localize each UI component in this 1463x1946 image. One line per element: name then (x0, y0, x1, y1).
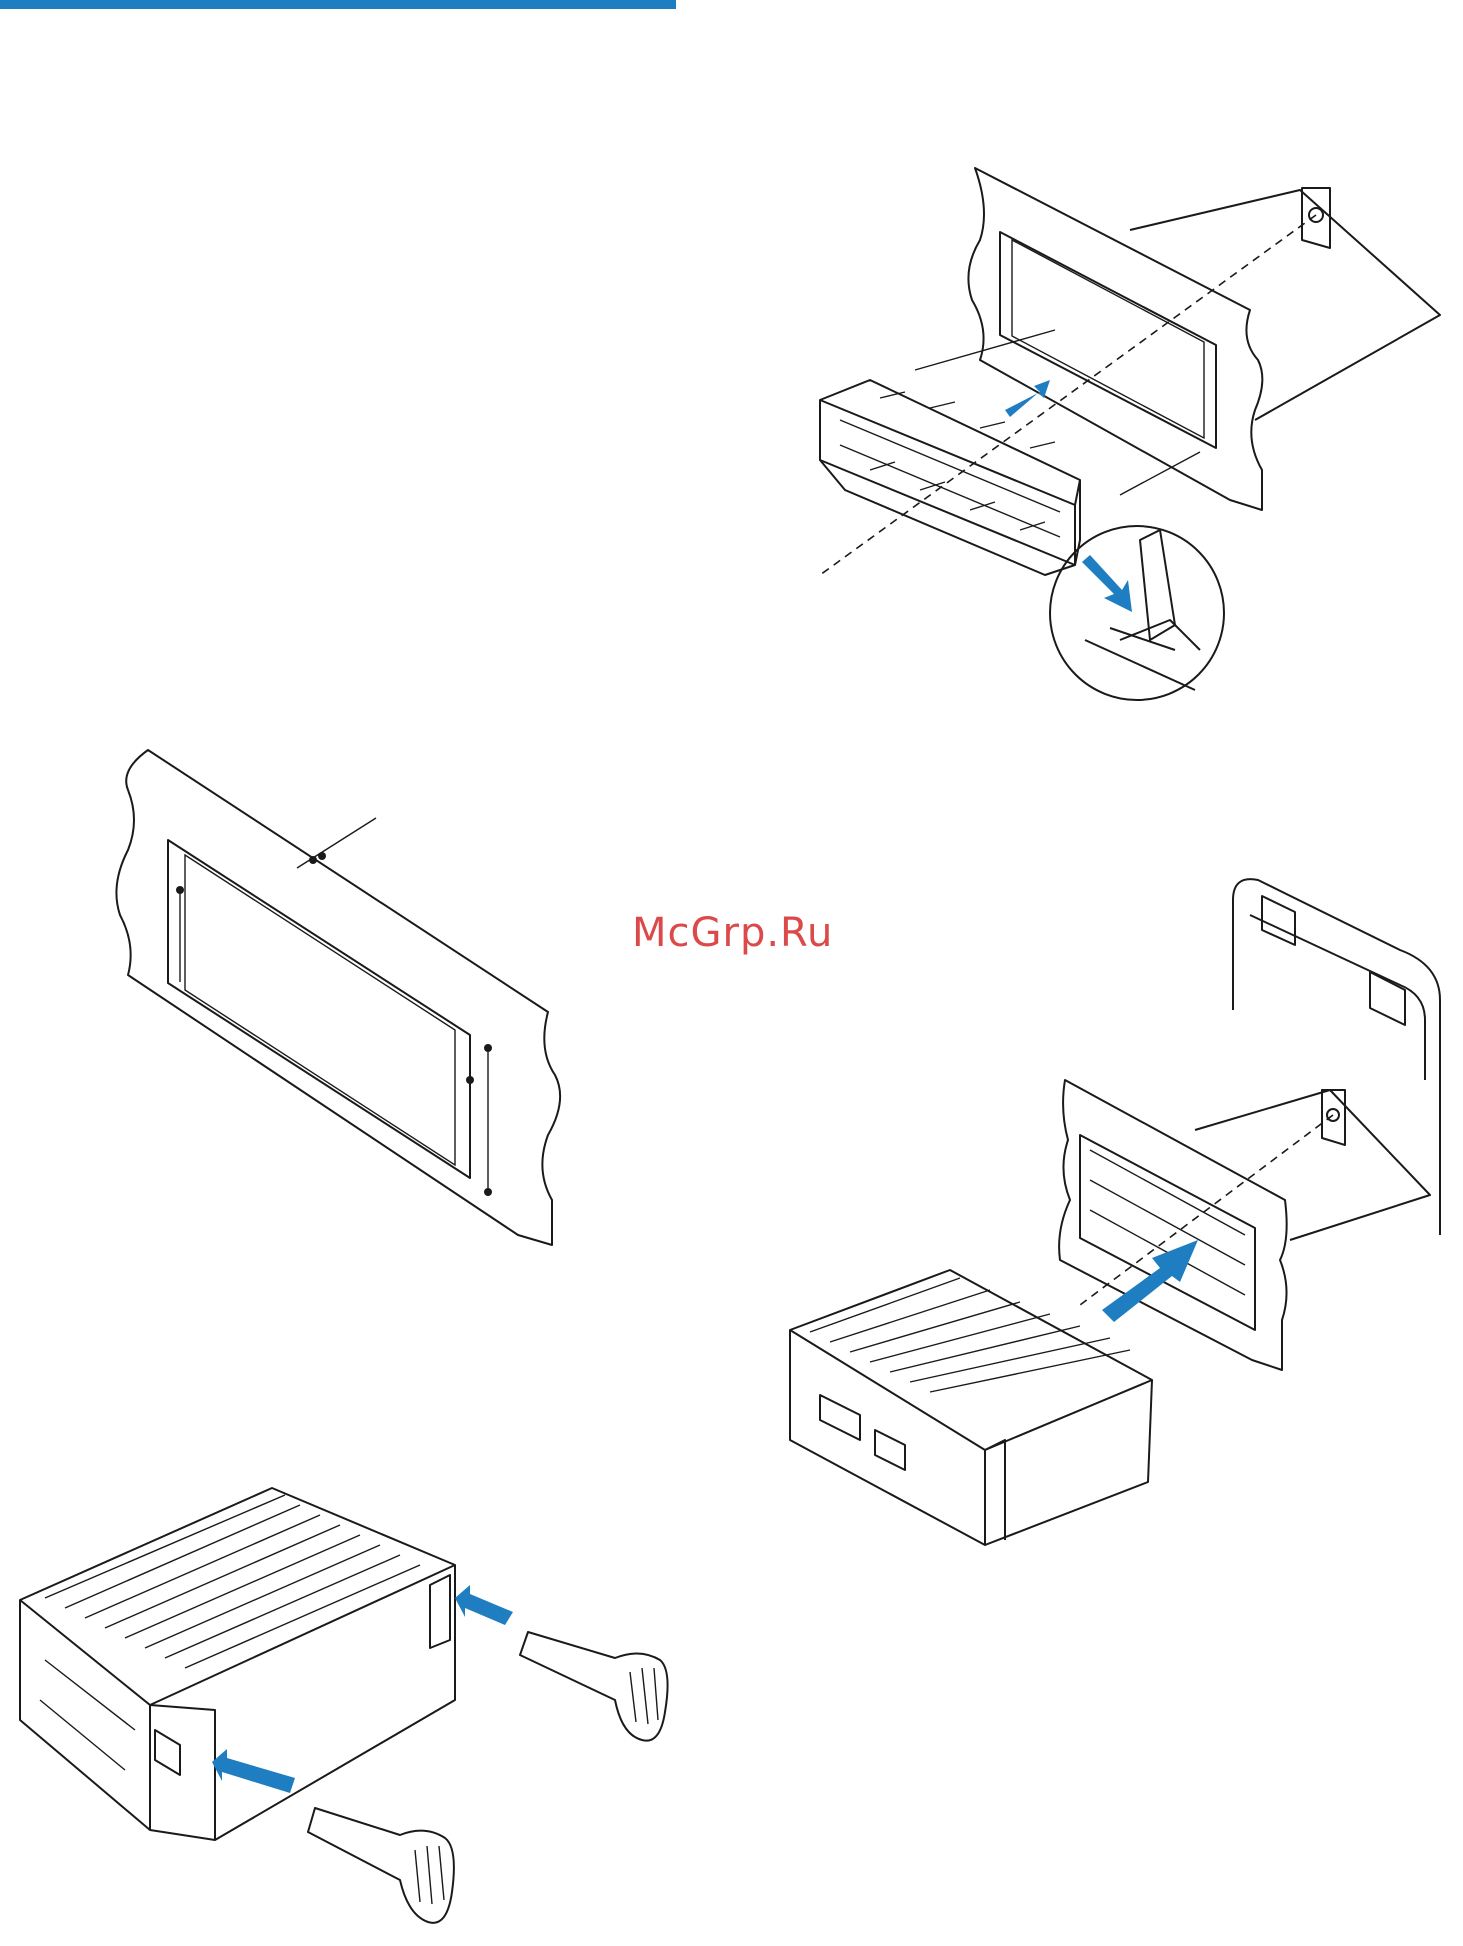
figure-unit-removal (20, 1488, 668, 1923)
insert-key-arrow-icon (455, 1585, 513, 1625)
car-console-icon (1233, 879, 1440, 1235)
head-unit-removal-icon (20, 1488, 455, 1840)
bracket-icon (1302, 188, 1330, 248)
dashboard-panel-icon (968, 168, 1262, 510)
dashboard-opening-icon (116, 750, 560, 1245)
removal-key-icon (308, 1808, 454, 1923)
figure-unit-installation (790, 879, 1440, 1545)
watermark-text: McGrp.Ru (632, 910, 833, 956)
figure-panel-opening (116, 750, 560, 1245)
insert-key-arrow-icon (212, 1749, 295, 1793)
bend-tab-detail-icon (1050, 526, 1224, 700)
dimension-markers-icon (176, 886, 492, 1196)
head-unit-icon (790, 1270, 1152, 1545)
figure-sleeve-insertion (820, 168, 1440, 700)
removal-key-icon (520, 1632, 668, 1741)
